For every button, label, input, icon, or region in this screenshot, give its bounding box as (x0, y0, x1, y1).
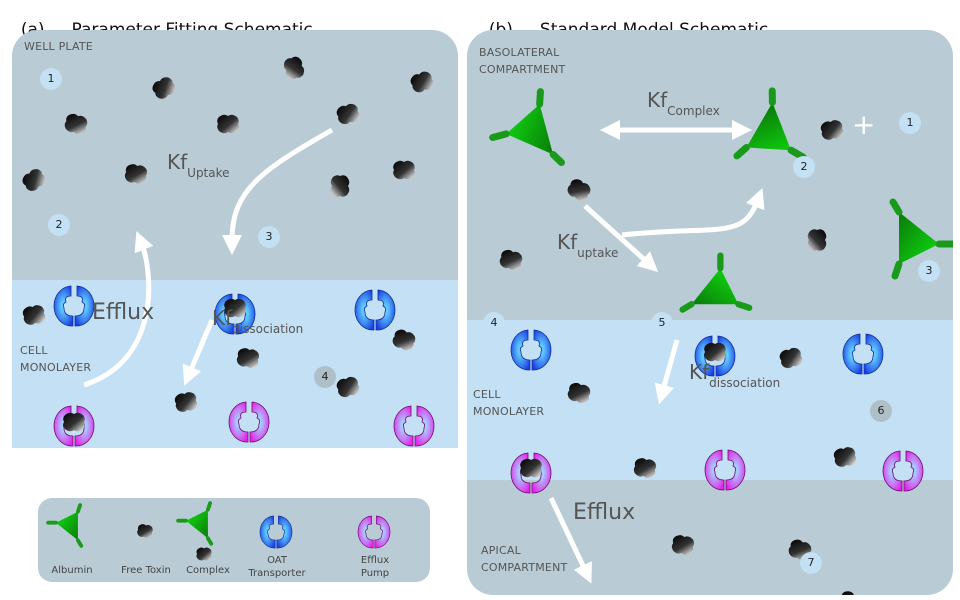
legend-albumin-label: Albumin (51, 565, 93, 576)
kf-dissociation-label: Kfdissociation (689, 360, 781, 390)
well-plate-label: WELL PLATE (24, 40, 93, 53)
efflux-pump (53, 401, 435, 447)
legend-free-toxin-icon (136, 523, 154, 539)
panel-a: WELL PLATE CELL MONOLAYER (12, 30, 458, 448)
marker-4: 4 (483, 312, 505, 334)
marker-1: 1 (40, 68, 62, 90)
marker-2: 2 (793, 156, 815, 178)
marker-7: 7 (800, 552, 822, 574)
albumin-on-transporter (683, 256, 750, 310)
panel-a-graphics (19, 55, 436, 447)
legend-albumin-icon (46, 503, 84, 548)
uptake-arrow (583, 204, 659, 273)
dissociation-arrow (654, 339, 680, 405)
marker-1: 1 (899, 112, 921, 134)
legend-oat-icon (259, 515, 293, 549)
kf-dissociation-label: Kfdissociation (212, 306, 304, 336)
legend-complex-label: Complex (186, 565, 230, 576)
marker-2: 2 (48, 214, 70, 236)
marker-3: 3 (258, 226, 280, 248)
kf-complex-label: KfComplex (647, 88, 720, 118)
uptake-branch-arrow (621, 188, 765, 238)
efflux-arrow (83, 231, 154, 388)
legend-complex-icon (176, 501, 214, 546)
kf-uptake-label: Kfuptake (557, 230, 619, 260)
cell-monolayer-label: CELL MONOLAYER (20, 344, 92, 374)
uptake-arrow (222, 127, 334, 255)
bound-toxin-efflux (63, 412, 85, 432)
free-toxin (19, 55, 436, 414)
panel-b-graphics (467, 30, 953, 595)
marker-3: 3 (918, 260, 940, 282)
efflux-pump (510, 449, 924, 494)
marker-5: 5 (651, 312, 673, 334)
marker-6: 6 (870, 400, 892, 422)
plus-sign: + (852, 108, 876, 141)
dissociation-arrow (182, 319, 215, 386)
legend-efflux-pump-icon (357, 515, 391, 549)
albumin (484, 91, 561, 178)
efflux-label: Efflux (573, 500, 636, 525)
marker-4: 4 (314, 366, 336, 388)
kf-uptake-label: KfUptake (167, 150, 230, 180)
efflux-arrow (548, 496, 592, 584)
legend-free-toxin-label: Free Toxin (121, 565, 171, 576)
efflux-label: Efflux (92, 300, 155, 325)
